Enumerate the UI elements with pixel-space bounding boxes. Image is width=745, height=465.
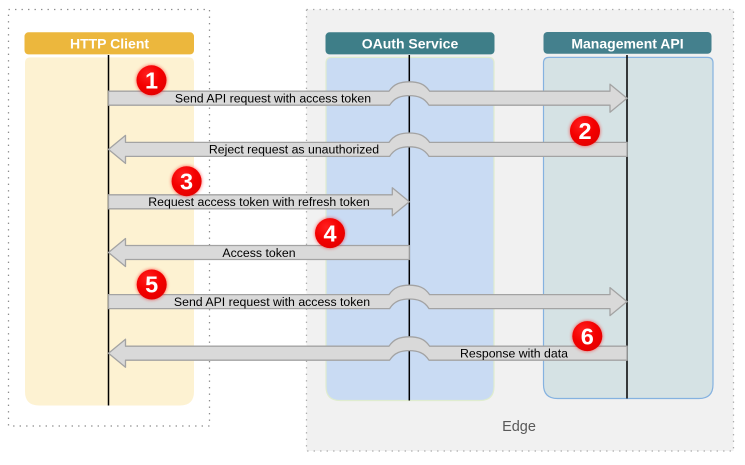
svg-text:Send API request with access t: Send API request with access token [175, 92, 371, 106]
svg-text:5: 5 [145, 272, 158, 298]
svg-text:Reject request as unauthorized: Reject request as unauthorized [209, 143, 379, 157]
svg-text:Send API request with access t: Send API request with access token [174, 295, 370, 309]
svg-text:1: 1 [145, 68, 158, 94]
svg-text:2: 2 [578, 118, 591, 144]
svg-text:Management API: Management API [571, 35, 683, 51]
svg-text:4: 4 [323, 220, 336, 246]
svg-text:6: 6 [581, 323, 594, 349]
svg-text:Response with data: Response with data [460, 347, 568, 361]
svg-text:Access token: Access token [222, 246, 295, 260]
svg-text:HTTP Client: HTTP Client [70, 36, 149, 52]
svg-text:Request access token with refr: Request access token with refresh token [148, 195, 370, 209]
svg-text:3: 3 [180, 168, 193, 194]
svg-text:Edge: Edge [502, 419, 536, 435]
svg-text:OAuth Service: OAuth Service [362, 36, 459, 52]
